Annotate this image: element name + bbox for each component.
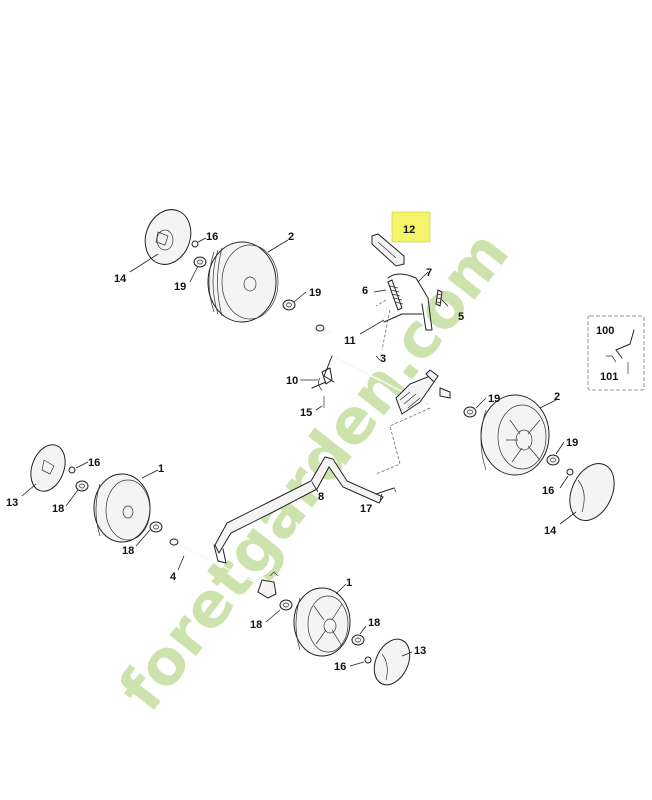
label-16[interactable]: 16: [88, 457, 100, 469]
label-2[interactable]: 2: [554, 391, 560, 403]
label-1[interactable]: 1: [346, 577, 352, 589]
label-16[interactable]: 16: [334, 661, 346, 673]
part-labels: 12 2 16 14 19 19 7 6 5 11 3 10 15 19 2 1…: [6, 224, 618, 673]
label-6[interactable]: 6: [362, 285, 368, 297]
part-16-washer-bottom[interactable]: [364, 656, 372, 664]
part-16-washer-right[interactable]: [566, 468, 574, 476]
leader-lines: [21, 237, 577, 667]
height-adjust-assembly[interactable]: [395, 369, 451, 415]
part-14-hubcap-top[interactable]: [138, 203, 198, 271]
part-1-wheel-front-right[interactable]: [293, 587, 351, 657]
label-12[interactable]: 12: [403, 224, 415, 236]
part-1-wheel-front-left[interactable]: [93, 473, 151, 543]
part-17-bolt[interactable]: [375, 487, 397, 495]
part-7-rod[interactable]: [383, 273, 433, 331]
label-11[interactable]: 11: [344, 335, 356, 347]
assembly-line: [381, 309, 391, 351]
label-16[interactable]: 16: [542, 485, 554, 497]
part-18-bearing-left[interactable]: [75, 480, 89, 492]
part-13-hubcap-left[interactable]: [25, 440, 71, 496]
part-4-front-axle[interactable]: [169, 538, 279, 599]
label-14[interactable]: 14: [544, 525, 557, 537]
label-19[interactable]: 19: [566, 437, 578, 449]
assembly-line: [375, 407, 431, 475]
label-18[interactable]: 18: [122, 545, 134, 557]
part-16-washer-left[interactable]: [68, 466, 76, 474]
label-19[interactable]: 19: [174, 281, 186, 293]
assembly-line: [375, 299, 387, 307]
label-101[interactable]: 101: [600, 371, 618, 383]
label-13[interactable]: 13: [6, 497, 18, 509]
part-19-bearing-right-outer[interactable]: [546, 454, 560, 466]
label-5[interactable]: 5: [458, 311, 464, 323]
label-4[interactable]: 4: [170, 571, 177, 583]
label-18[interactable]: 18: [368, 617, 380, 629]
label-10[interactable]: 10: [286, 375, 298, 387]
label-17[interactable]: 17: [360, 503, 372, 515]
part-3-rear-axle[interactable]: [315, 324, 428, 405]
part-19-bearing-top-left[interactable]: [193, 256, 207, 268]
part-13-hubcap-bottom[interactable]: [367, 633, 416, 690]
label-15[interactable]: 15: [300, 407, 312, 419]
part-10-bracket[interactable]: [311, 367, 333, 391]
part-19-bearing-mid[interactable]: [282, 299, 296, 311]
part-8-frame-bar[interactable]: [213, 456, 384, 564]
label-13[interactable]: 13: [414, 645, 426, 657]
part-18-bearing-bottom-left[interactable]: [279, 599, 293, 611]
label-18[interactable]: 18: [52, 503, 64, 515]
part-2-wheel-rear-left[interactable]: [207, 241, 279, 323]
part-16-washer-top[interactable]: [191, 240, 199, 248]
part-18-bearing-bottom-right[interactable]: [351, 634, 365, 646]
part-14-hubcap-right[interactable]: [561, 456, 623, 527]
label-1[interactable]: 1: [158, 463, 164, 475]
part-19-bearing-right[interactable]: [463, 406, 477, 418]
label-19[interactable]: 19: [309, 287, 321, 299]
label-8[interactable]: 8: [318, 491, 324, 503]
label-2[interactable]: 2: [288, 231, 294, 243]
label-7[interactable]: 7: [426, 267, 432, 279]
label-100[interactable]: 100: [596, 325, 614, 337]
part-2-wheel-rear-right[interactable]: [480, 394, 550, 476]
label-18[interactable]: 18: [250, 619, 262, 631]
label-16[interactable]: 16: [206, 231, 218, 243]
part-18-bearing-left-2[interactable]: [149, 521, 163, 533]
label-14[interactable]: 14: [114, 273, 127, 285]
label-19[interactable]: 19: [488, 393, 500, 405]
part-5-spring-small[interactable]: [435, 289, 443, 307]
inset-box: [587, 315, 645, 391]
part-12-lever[interactable]: [371, 233, 405, 267]
highlight-part-12: [391, 211, 431, 243]
label-3[interactable]: 3: [380, 353, 386, 365]
part-6-spring[interactable]: [387, 279, 404, 311]
